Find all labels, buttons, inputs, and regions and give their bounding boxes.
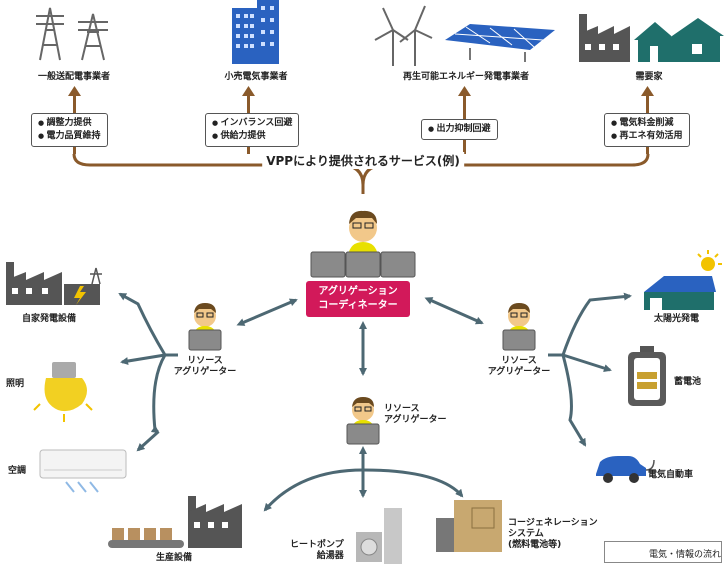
storage-battery-icon	[628, 346, 666, 406]
service-box-consumer: 電気料金削減 再エネ有効活用	[604, 113, 690, 147]
air-conditioner-icon	[39, 449, 127, 493]
cogen-line3: (燃料電池等)	[508, 540, 562, 550]
label-solar: 太陽光発電	[654, 314, 700, 324]
resource-aggregator-center-icon	[346, 397, 380, 445]
cogen-line2: システム	[508, 529, 544, 539]
flow-arrows	[118, 292, 632, 512]
service-item: 出力抑制回避	[428, 123, 491, 136]
legend: 電気・情報の流れ	[604, 541, 722, 563]
entity-label-retail: 小売電気事業者	[224, 72, 288, 82]
resource-aggregator-center-label: リソース アグリゲーター	[384, 404, 447, 426]
electric-car-icon	[596, 456, 655, 483]
service-item: インバランス回避	[212, 117, 293, 130]
solar-panel-icon	[445, 24, 555, 62]
resource-aggregator-right-label: リソース アグリゲーター	[488, 356, 551, 378]
aggregation-coordinator-box: アグリゲーション コーディネーター	[306, 281, 410, 317]
label-air-conditioner: 空調	[8, 466, 27, 476]
ra-line1: リソース	[187, 356, 223, 366]
label-production: 生産設備	[156, 553, 193, 563]
service-box-renewable: 出力抑制回避	[421, 119, 498, 140]
ra-line2: アグリゲーター	[487, 367, 551, 377]
ra-line1: リソース	[384, 404, 420, 414]
heatpump-icon	[356, 508, 402, 564]
ra-line1: リソース	[501, 356, 537, 366]
office-building-icon	[232, 0, 279, 64]
label-cogeneration: コージェネレーション システム (燃料電池等)	[508, 518, 598, 551]
brace-stem	[361, 180, 365, 194]
label-self-generation: 自家発電設備	[22, 314, 77, 324]
service-item: 調整力提供	[38, 117, 101, 130]
solar-house-icon	[644, 250, 722, 310]
services-title: VPPにより提供されるサービス(例)	[262, 152, 464, 169]
label-electric-car: 電気自動車	[648, 470, 694, 480]
coordinator-person-icon	[310, 210, 416, 278]
service-item: 再エネ有効活用	[611, 130, 683, 143]
power-tower-icon	[36, 7, 108, 61]
label-heatpump: ヒートポンプ 給湯器	[290, 540, 344, 562]
entity-label-transmission: 一般送配電事業者	[37, 72, 111, 82]
heatpump-line2: 給湯器	[316, 551, 344, 561]
coordinator-line1: アグリゲーション	[318, 286, 398, 297]
service-up-arrows	[68, 86, 654, 154]
service-item: 供給力提供	[212, 130, 292, 143]
factory-icon	[579, 14, 630, 62]
entity-label-renewable: 再生可能エネルギー発電事業者	[402, 72, 530, 82]
self-generation-icon	[6, 262, 102, 305]
service-item: 電力品質維持	[38, 130, 101, 143]
lightbulb-icon	[33, 362, 93, 422]
ra-line2: アグリゲーター	[384, 415, 447, 425]
coordinator-line2: コーディネーター	[318, 300, 398, 311]
legend-label: 電気・情報の流れ	[649, 550, 722, 560]
heatpump-line1: ヒートポンプ	[290, 540, 344, 550]
production-equipment-icon	[108, 496, 242, 548]
resource-aggregator-right-icon	[502, 303, 536, 351]
resource-aggregator-left-icon	[188, 303, 222, 351]
cogen-line1: コージェネレーション	[508, 518, 598, 528]
label-battery: 蓄電池	[674, 377, 702, 387]
label-lighting: 照明	[6, 379, 25, 389]
cogeneration-icon	[436, 500, 502, 552]
resource-aggregator-left-label: リソース アグリゲーター	[174, 356, 237, 378]
service-item: 電気料金削減	[611, 117, 683, 130]
ra-line2: アグリゲーター	[173, 367, 237, 377]
wind-turbine-icon	[374, 5, 433, 66]
service-box-retail: インバランス回避 供給力提供	[205, 113, 300, 147]
entity-label-consumer: 需要家	[635, 72, 663, 82]
service-box-transmission: 調整力提供 電力品質維持	[31, 113, 108, 147]
house-icon	[634, 18, 724, 62]
